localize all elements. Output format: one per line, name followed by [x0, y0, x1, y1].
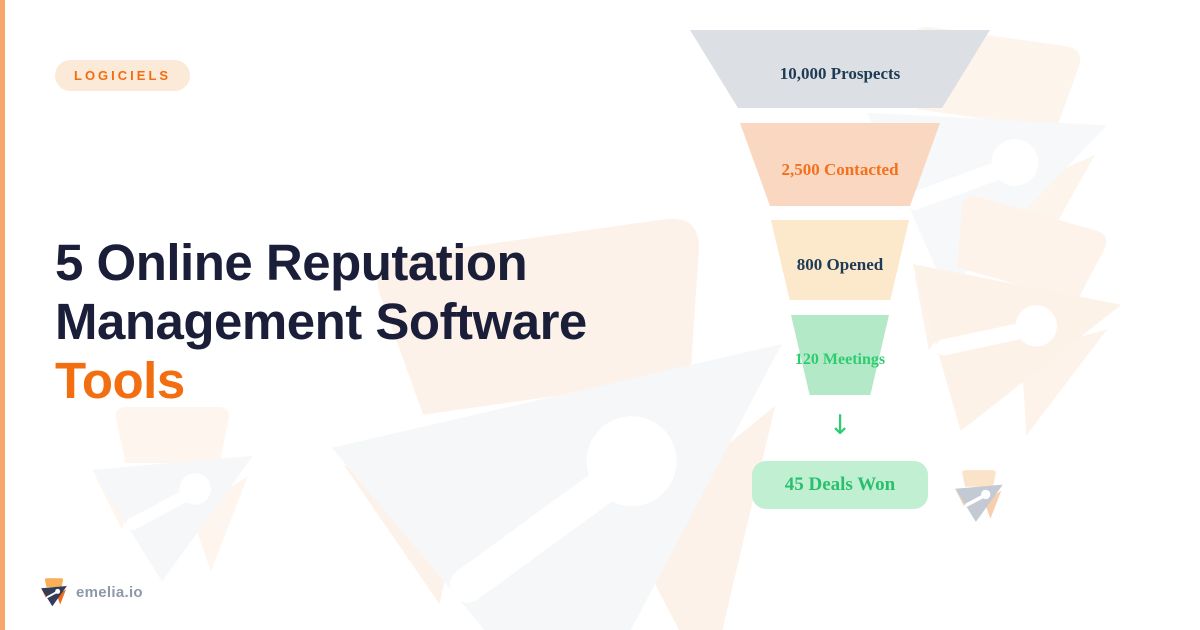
funnel-label-opened: 800 Opened — [796, 255, 884, 274]
title-accent: Tools — [55, 352, 185, 409]
title-line-1: 5 Online Reputation — [55, 234, 528, 291]
accent-bar — [0, 0, 5, 630]
category-badge-label: LOGICIELS — [74, 68, 172, 83]
brand-footer: emelia.io — [40, 577, 143, 608]
category-badge: LOGICIELS — [55, 60, 191, 91]
down-arrow-icon: ↓ — [828, 410, 852, 441]
funnel-label-meetings: 120 Meetings — [794, 351, 886, 368]
page-title: 5 Online Reputation Management Software … — [55, 233, 587, 410]
brand-name: emelia.io — [76, 584, 143, 601]
funnel-label-deals-won: 45 Deals Won — [784, 474, 896, 495]
funnel-label-prospects: 10,000 Prospects — [779, 64, 901, 83]
emelia-logo-icon — [40, 577, 68, 608]
funnel-label-contacted: 2,500 Contacted — [781, 160, 899, 179]
title-line-2: Management Software — [55, 293, 587, 350]
paper-plane-watermark — [85, 400, 260, 592]
